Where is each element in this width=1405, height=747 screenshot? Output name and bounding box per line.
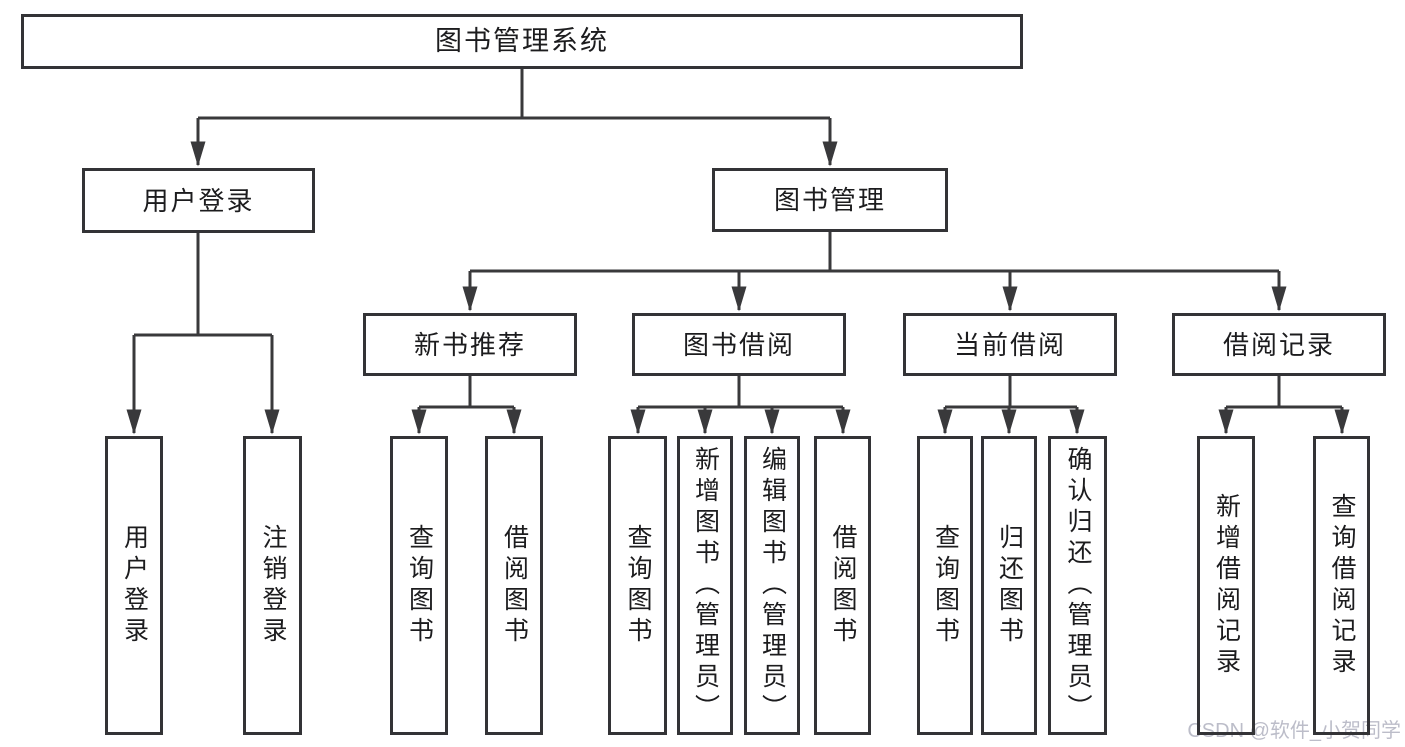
node-book-management: 图书管理 (712, 168, 948, 232)
leaf-label: 查询借阅记录 (1328, 492, 1356, 679)
leaf-label: 借阅图书 (500, 523, 529, 648)
leaf-query-books-current: 查询图书 (917, 436, 973, 735)
node-current-borrowing: 当前借阅 (903, 313, 1117, 376)
leaf-label: 查询图书 (931, 523, 960, 648)
leaf-label: 新增图书（管理员） (691, 446, 720, 725)
leaf-label: 查询图书 (624, 523, 652, 648)
leaf-label: 借阅图书 (829, 523, 857, 648)
leaf-label: 归还图书 (995, 523, 1024, 648)
node-borrow-records: 借阅记录 (1172, 313, 1386, 376)
leaf-query-books-borrow: 查询图书 (608, 436, 667, 735)
leaf-label: 新增借阅记录 (1212, 492, 1241, 679)
node-label: 图书借阅 (682, 329, 795, 360)
leaf-borrow-books: 借阅图书 (814, 436, 871, 735)
leaf-return-books: 归还图书 (981, 436, 1037, 735)
leaf-user-login: 用户登录 (105, 436, 163, 735)
node-label: 图书管理 (773, 185, 886, 215)
node-label: 借阅记录 (1222, 329, 1335, 360)
node-book-borrowing: 图书借阅 (632, 313, 846, 376)
leaf-label: 编辑图书（管理员） (758, 446, 787, 725)
leaf-label: 用户登录 (120, 523, 149, 648)
node-label: 用户登录 (142, 185, 255, 216)
csdn-watermark: CSDN @软件_小贺同学 (1187, 720, 1401, 742)
leaf-query-books-recommend: 查询图书 (390, 436, 448, 735)
leaf-label: 查询图书 (405, 523, 434, 648)
leaf-borrow-books-recommend: 借阅图书 (485, 436, 543, 735)
leaf-add-books-admin: 新增图书（管理员） (677, 436, 733, 735)
node-user-login: 用户登录 (82, 168, 315, 233)
leaf-label: 注销登录 (259, 523, 287, 648)
node-label: 当前借阅 (953, 329, 1066, 360)
leaf-logout: 注销登录 (243, 436, 302, 735)
node-system-root: 图书管理系统 (21, 14, 1023, 69)
leaf-query-borrow-record: 查询借阅记录 (1313, 436, 1370, 735)
leaf-confirm-return-admin: 确认归还（管理员） (1048, 436, 1107, 735)
leaf-add-borrow-record: 新增借阅记录 (1197, 436, 1255, 735)
leaf-edit-books-admin: 编辑图书（管理员） (744, 436, 800, 735)
node-label: 图书管理系统 (435, 26, 609, 56)
node-new-book-recommend: 新书推荐 (363, 313, 577, 376)
leaf-label: 确认归还（管理员） (1064, 446, 1092, 725)
node-label: 新书推荐 (413, 329, 526, 360)
